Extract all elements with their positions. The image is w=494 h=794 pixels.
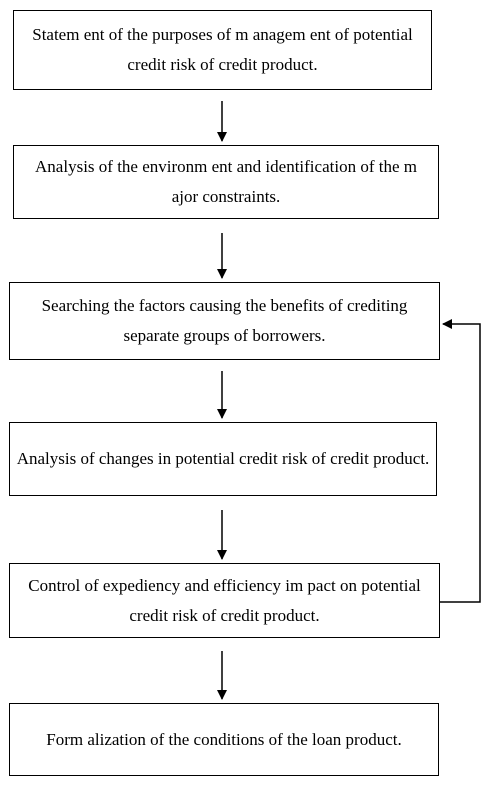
step-6-text: Form alization of the conditions of the …	[46, 729, 402, 749]
step-3-box: Searching the factors causing the benefi…	[9, 282, 440, 360]
step-5-text: Control of expediency and efficiency im …	[28, 575, 421, 625]
step-4-box: Analysis of changes in potential credit …	[9, 422, 437, 496]
feedback-arrow-step5-to-step3	[440, 319, 481, 603]
step-5-box: Control of expediency and efficiency im …	[9, 563, 440, 638]
step-1-box: Statem ent of the purposes of m anagem e…	[13, 10, 432, 90]
step-1-text: Statem ent of the purposes of m anagem e…	[32, 25, 413, 74]
step-4-text: Analysis of changes in potential credit …	[16, 449, 430, 468]
step-2-text: Analysis of the environm ent and identif…	[35, 157, 417, 206]
step-6-box: Form alization of the conditions of the …	[9, 703, 439, 776]
step-3-text: Searching the factors causing the benefi…	[41, 296, 408, 345]
step-2-box: Analysis of the environm ent and identif…	[13, 145, 439, 219]
